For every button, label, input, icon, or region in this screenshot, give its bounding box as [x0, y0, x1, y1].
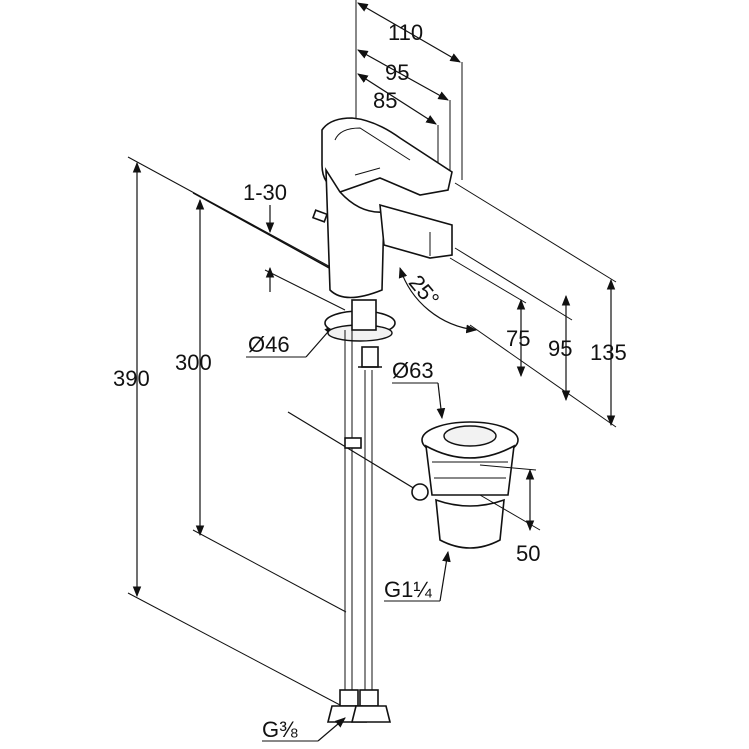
dim-135-label: 135	[590, 340, 627, 365]
dim-95-top-label: 95	[385, 60, 409, 85]
angle-arc	[398, 266, 478, 334]
waste-height-label: 50	[516, 541, 540, 566]
top-dimension-lines	[355, 0, 463, 180]
waste-height-dimension	[479, 464, 541, 532]
lever-angle-label: 25°	[404, 270, 445, 312]
waste-diameter-label: Ø63	[392, 358, 434, 383]
dim-390-label: 390	[113, 366, 150, 391]
hole-diameter-label: Ø46	[248, 332, 290, 357]
dim-75-label: 75	[506, 326, 530, 351]
hose-thread-label: G⅜	[262, 717, 298, 742]
right-dimension-lines	[449, 182, 617, 428]
supply-hoses	[326, 330, 392, 723]
faucet-body	[311, 117, 453, 299]
left-dimension-lines	[127, 156, 347, 706]
mounting-set	[324, 299, 396, 368]
dim-300-label: 300	[175, 350, 212, 375]
waste-thread-label: G1¼	[384, 577, 432, 602]
dim-85-label: 85	[373, 88, 397, 113]
popup-rod	[287, 411, 421, 493]
countertop-thickness-label: 1-30	[243, 180, 287, 205]
dim-95-right-label: 95	[548, 336, 572, 361]
waste-valve	[411, 421, 519, 549]
dim-110-label: 110	[388, 20, 423, 45]
